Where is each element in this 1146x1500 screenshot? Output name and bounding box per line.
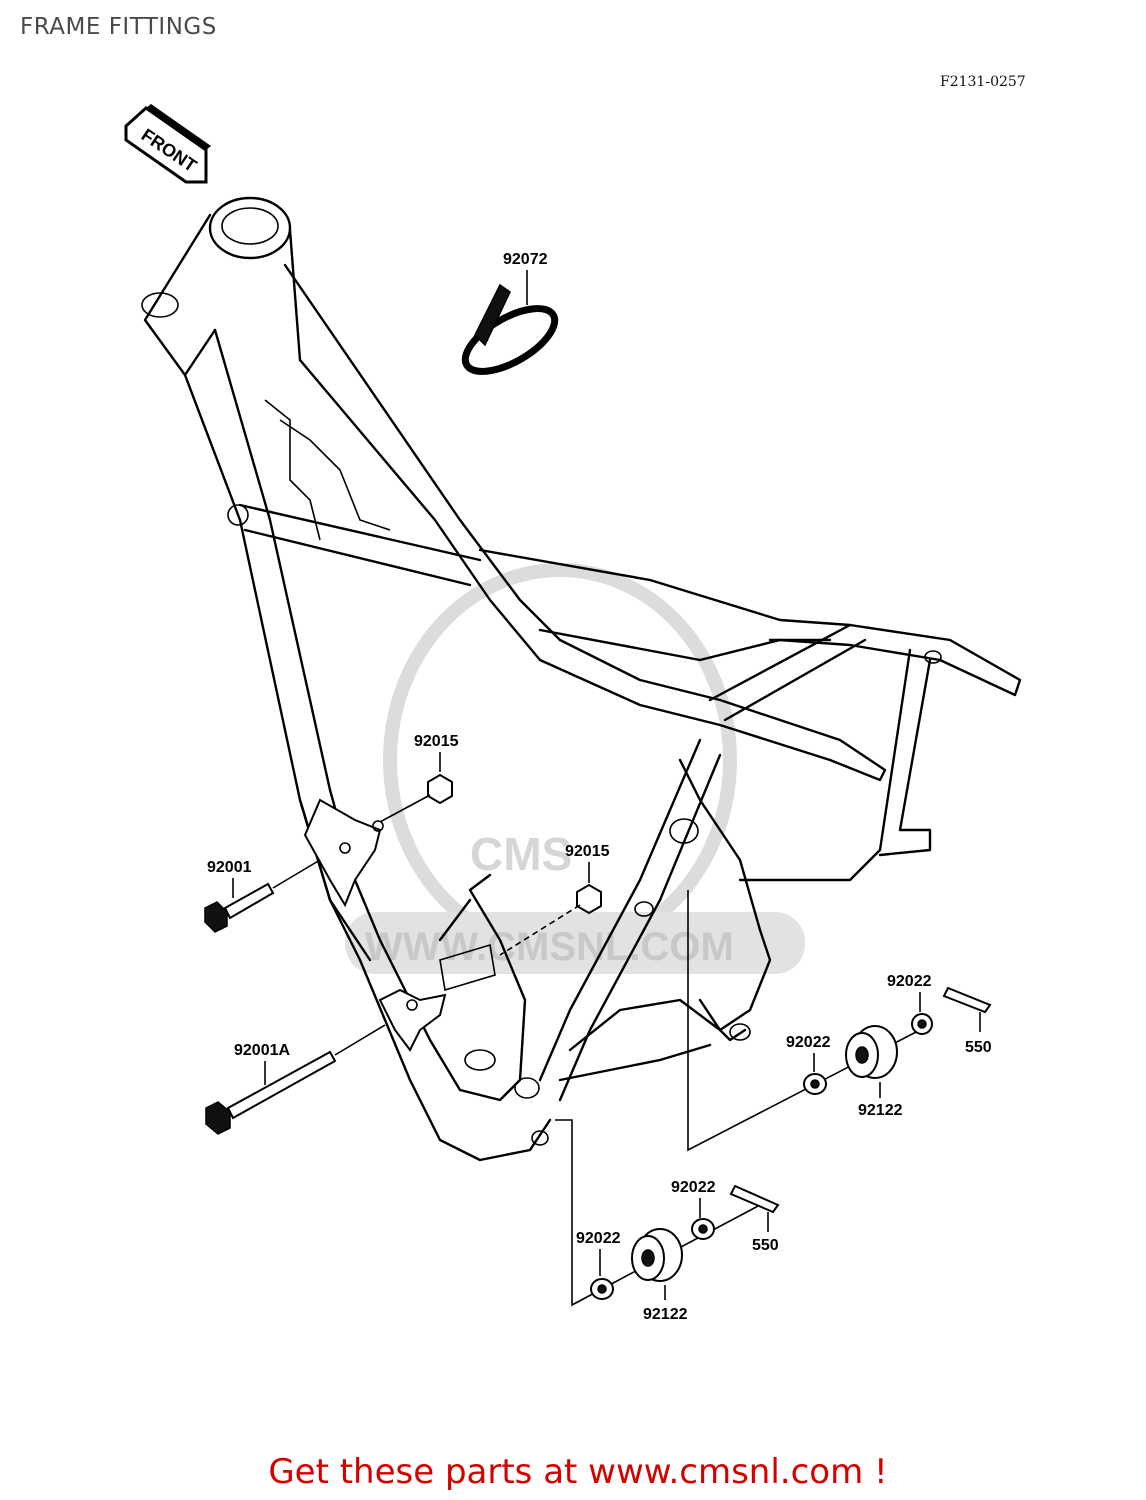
part-92015-a[interactable]: 92015 xyxy=(379,733,459,823)
watermark: CMS WWW.CMSNL.COM xyxy=(345,563,805,974)
part-92022-b[interactable]: 92022 xyxy=(786,1034,831,1095)
part-label-92122-b[interactable]: 92122 xyxy=(643,1306,688,1323)
part-92022-a[interactable]: 92022 xyxy=(887,973,933,1035)
part-label-550-a[interactable]: 550 xyxy=(965,1039,992,1056)
part-92001A[interactable]: 92001A xyxy=(205,1024,386,1135)
part-label-92022-c[interactable]: 92022 xyxy=(671,1179,716,1196)
part-label-92022-a[interactable]: 92022 xyxy=(887,973,932,990)
part-92072[interactable]: 92072 xyxy=(456,251,565,384)
part-92022-d[interactable]: 92022 xyxy=(576,1230,621,1300)
part-label-92122-a[interactable]: 92122 xyxy=(858,1102,903,1119)
page-title: FRAME FITTINGS xyxy=(20,14,217,40)
diagram-code: F2131-0257 xyxy=(940,74,1026,90)
part-label-92022-d[interactable]: 92022 xyxy=(576,1230,621,1247)
motorcycle-frame xyxy=(141,196,1022,1162)
part-label-92072[interactable]: 92072 xyxy=(503,251,548,268)
part-label-92015-a[interactable]: 92015 xyxy=(414,733,459,750)
part-92001[interactable]: 92001 xyxy=(204,859,321,933)
parts-diagram: CMS WWW.CMSNL.COM FRONT xyxy=(124,104,1022,1323)
part-label-92022-b[interactable]: 92022 xyxy=(786,1034,831,1051)
part-label-550-b[interactable]: 550 xyxy=(752,1237,779,1254)
front-arrow-icon: FRONT xyxy=(124,104,211,184)
part-92022-c[interactable]: 92022 xyxy=(671,1179,716,1240)
part-550-b[interactable]: 550 xyxy=(729,1184,780,1254)
part-92122-b[interactable]: 92122 xyxy=(631,1228,688,1323)
part-label-92015-b[interactable]: 92015 xyxy=(565,843,610,860)
footer-cta-link[interactable]: Get these parts at www.cmsnl.com ! xyxy=(268,1452,888,1492)
part-92015-b[interactable]: 92015 xyxy=(499,843,610,956)
part-label-92001A[interactable]: 92001A xyxy=(234,1042,290,1059)
watermark-url: WWW.CMSNL.COM xyxy=(365,925,734,969)
part-92122-a[interactable]: 92122 xyxy=(845,1025,903,1119)
watermark-brand: CMS xyxy=(470,828,572,880)
part-label-92001[interactable]: 92001 xyxy=(207,859,252,876)
part-550-a[interactable]: 550 xyxy=(942,986,992,1056)
